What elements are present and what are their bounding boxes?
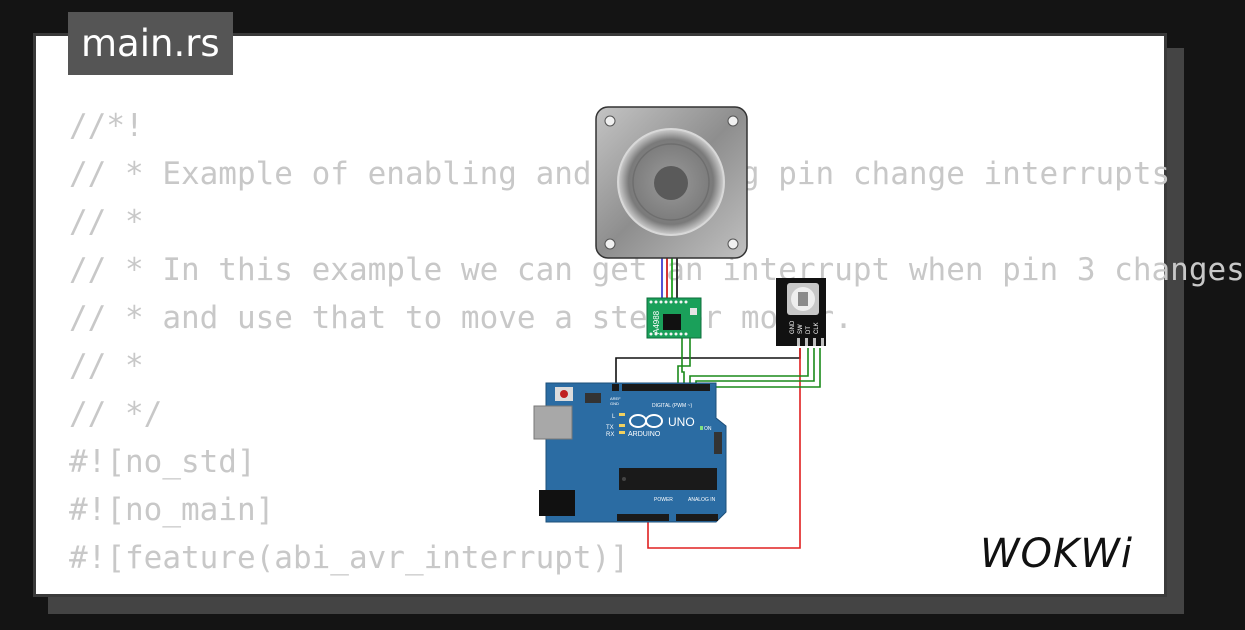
rotary-encoder[interactable]: GND SW DT CLK [776,278,826,346]
driver-label: A4988 [652,310,661,334]
encoder-pin-sw: SW [798,324,804,334]
wire-gnd [615,348,801,384]
arduino-logo-icon [629,414,663,428]
wokwi-logo-text: WOKWi [980,531,1133,577]
code-line: // * [69,204,144,240]
encoder-pin-gnd: GND [790,320,796,334]
l-led-label: L [612,414,616,420]
code-preview: //*! // * Example of enabling and handli… [69,106,1245,606]
code-line: // */ [69,396,163,432]
tx-label: TX [606,425,614,431]
code-line: #![no_std] [69,444,256,480]
stepper-motor[interactable] [595,106,748,259]
encoder-pin-dt: DT [806,326,812,334]
usb-port [533,405,573,440]
power-header [617,514,669,521]
on-led-label: ON [704,426,712,432]
encoder-pin-clk: CLK [814,322,820,334]
digital-header [622,384,710,391]
wire-5v [647,348,801,549]
circuit-diagram: A4988 GND SW DT CLK DIGITAL (PWM ~) AREF… [533,106,826,549]
wire-dir [677,338,691,384]
gnd-label: GND [610,401,619,406]
analog-header [676,514,718,521]
code-line: // * [69,348,144,384]
wire-step [681,338,685,384]
code-line: #![feature(abi_avr_interrupt)] [69,540,629,576]
code-line: #![no_main] [69,492,275,528]
power-jack [539,490,575,516]
aref-label: AREF [610,396,621,401]
wokwi-logo: WOKWi [980,531,1133,577]
digital-header-label: DIGITAL (PWM ~) [652,403,692,409]
a4988-driver[interactable]: A4988 [646,297,702,339]
uno-label: UNO [668,415,695,429]
atmega-chip [619,468,717,490]
code-line: //*! [69,108,144,144]
arduino-brand-label: ARDUINO [628,431,661,438]
wire-sw [689,348,809,384]
file-tab-title[interactable]: main.rs [68,12,233,75]
power-header-label: POWER [654,497,673,503]
arduino-uno-board[interactable]: DIGITAL (PWM ~) AREF GND L TX RX UNO ARD… [533,382,727,523]
wires [615,258,821,549]
rx-label: RX [606,432,614,438]
wire-dt [695,348,815,384]
analog-header-label: ANALOG IN [688,497,716,503]
